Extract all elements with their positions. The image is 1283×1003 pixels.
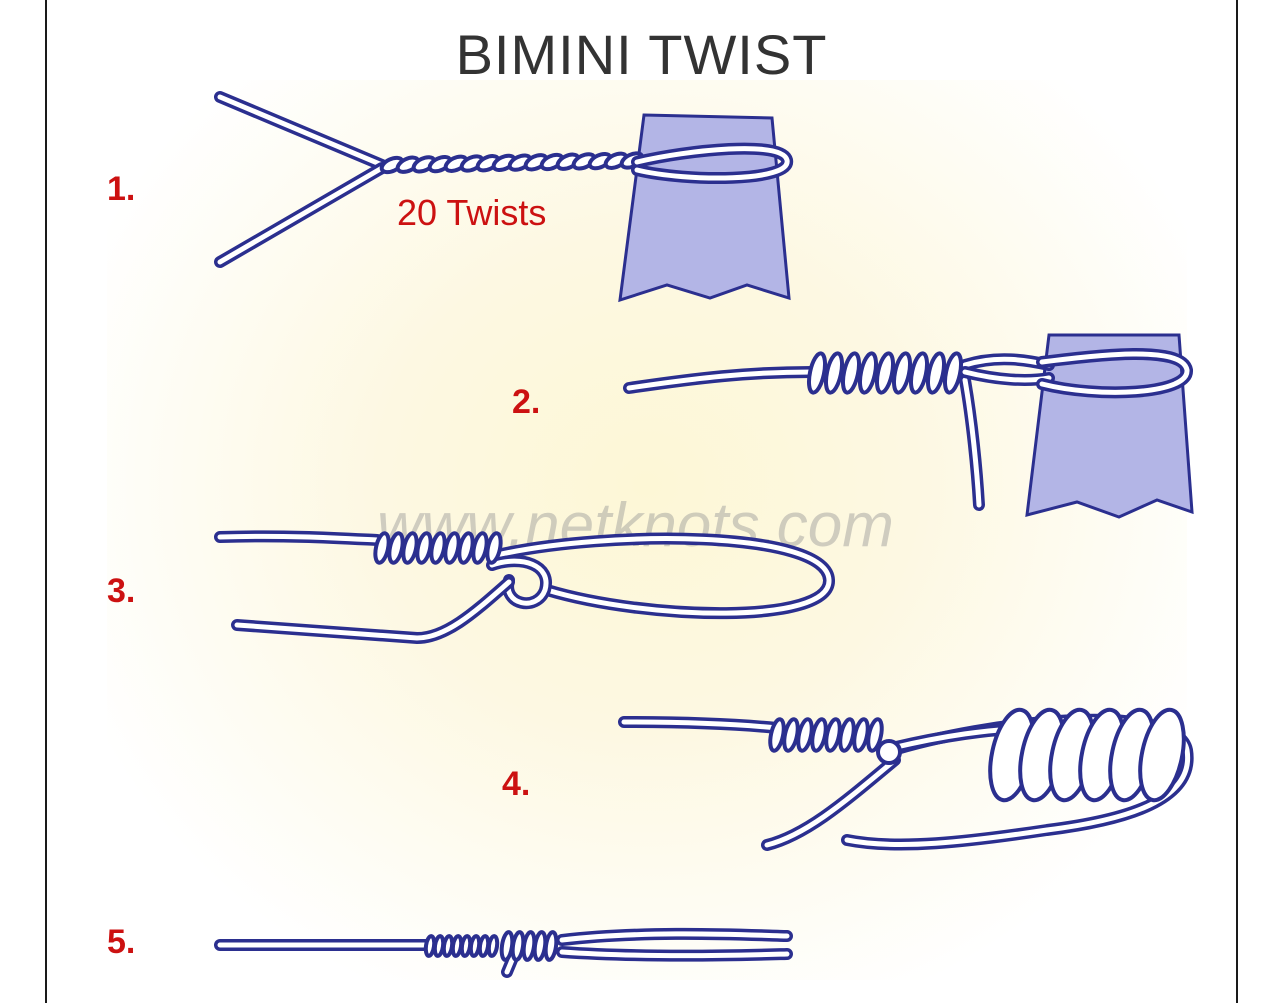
twists-label: 20 Twists	[397, 192, 547, 233]
step-1-post	[618, 113, 791, 303]
step-2-wraps	[806, 351, 964, 395]
knot-illustration	[214, 91, 1194, 978]
step-2-figure	[623, 333, 1194, 519]
step-number-2: 2.	[512, 383, 541, 421]
step-number-3: 3.	[107, 572, 136, 610]
step-4-wraps	[768, 717, 884, 753]
step-number-1: 1.	[107, 170, 136, 208]
page-border-right	[1236, 0, 1238, 1003]
step-4-coils	[988, 707, 1186, 803]
step-3-wraps	[373, 531, 503, 565]
step-1-twisted-section	[379, 151, 645, 175]
step-1-figure	[214, 91, 793, 303]
step-number-4: 4.	[502, 765, 531, 803]
step-3-figure	[214, 530, 836, 645]
diagram-title: BIMINI TWIST	[455, 23, 828, 86]
step-4-figure	[618, 707, 1194, 851]
step-5-wraps	[423, 930, 559, 962]
step-5-figure	[214, 927, 793, 978]
diagram-canvas: BIMINI TWIST www.netknots.com	[47, 0, 1236, 1003]
step-number-5: 5.	[107, 923, 136, 961]
page-border-left	[45, 0, 47, 1003]
